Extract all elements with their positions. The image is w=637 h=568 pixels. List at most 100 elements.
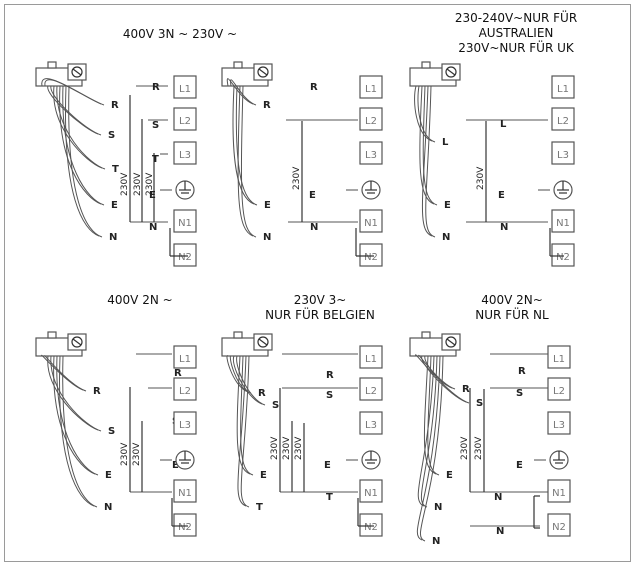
terminal-box — [173, 75, 197, 99]
terminal-side-label: N — [310, 222, 318, 233]
plug-tab — [421, 331, 431, 339]
plug-tab — [421, 61, 431, 69]
terminal-side-label: T — [152, 154, 159, 165]
terminal-box — [359, 107, 383, 131]
terminal-box — [359, 411, 383, 435]
screw-slot — [72, 338, 82, 346]
voltage-label: 230V — [120, 442, 130, 466]
wire-label: T — [112, 164, 119, 175]
terminal-box — [547, 479, 571, 503]
cable-wire — [416, 355, 441, 541]
wire-label: E — [446, 470, 453, 481]
cable-wire — [237, 85, 254, 237]
terminal-side-label: R — [326, 370, 334, 381]
terminal-label: N1 — [364, 488, 378, 499]
terminal-side-label: L — [500, 119, 507, 130]
wire-label: S — [476, 398, 483, 409]
terminal-label: L3 — [365, 420, 377, 431]
terminal-side-label: S — [326, 390, 333, 401]
terminal-label: N1 — [552, 488, 566, 499]
terminal-label: N2 — [178, 252, 192, 263]
terminal-box — [551, 209, 575, 233]
screw-icon — [71, 336, 83, 348]
terminal-side-label: N — [149, 222, 157, 233]
voltage-label: 230V — [292, 166, 302, 190]
terminal-side-label: R — [518, 366, 526, 377]
cable-wire — [417, 355, 435, 507]
terminal-box — [359, 479, 383, 503]
terminal-label: L1 — [365, 84, 377, 95]
terminal-box — [173, 209, 197, 233]
panel-title: AUSTRALIEN — [479, 26, 554, 40]
wire-label: R — [93, 386, 101, 397]
terminal-label: L1 — [179, 84, 191, 95]
cable-wire — [56, 85, 106, 170]
terminal-box — [173, 141, 197, 165]
terminal-label: L3 — [179, 150, 191, 161]
cable-wire — [421, 355, 467, 403]
voltage-label: 230V — [120, 172, 130, 196]
terminal-box — [173, 243, 197, 267]
terminal-side-label: N — [500, 222, 508, 233]
cable-wire — [427, 355, 440, 476]
terminal-label: L2 — [365, 386, 377, 397]
cable-wire — [414, 85, 433, 142]
screw-icon — [71, 66, 83, 78]
cable-wire — [50, 355, 102, 432]
terminal-label: N2 — [556, 252, 570, 263]
diagram-frame — [4, 4, 631, 562]
panel-title: NUR FÜR BELGIEN — [265, 306, 375, 322]
terminal-box — [359, 243, 383, 267]
terminal-label: N1 — [178, 488, 192, 499]
cable-wire — [236, 355, 251, 475]
terminal-label: N2 — [364, 522, 378, 533]
cable-wire — [232, 85, 255, 205]
voltage-label: 230V — [282, 436, 292, 460]
wire-label: R — [111, 100, 119, 111]
terminal-box — [173, 107, 197, 131]
terminal-label: N2 — [364, 252, 378, 263]
terminal-label: L2 — [553, 386, 565, 397]
wire-label: S — [108, 130, 115, 141]
cable-wire — [44, 79, 105, 106]
wire-label: E — [260, 470, 267, 481]
voltage-label: 230V — [133, 172, 143, 196]
cable-wire — [417, 85, 436, 143]
terminal-box — [173, 479, 197, 503]
terminal-label: L1 — [179, 354, 191, 365]
wire-label: L — [442, 137, 449, 148]
cable-wire — [424, 355, 470, 404]
terminal-label: L3 — [179, 420, 191, 431]
cable-wire — [423, 355, 437, 475]
wire-label: R — [263, 100, 271, 111]
cable-wire — [419, 85, 435, 205]
plug-tab — [233, 61, 243, 69]
wire-label: N — [432, 536, 440, 547]
terminal-label: L2 — [557, 116, 569, 127]
terminal-box — [547, 345, 571, 369]
terminal-side-label: E — [324, 460, 331, 471]
plug-tab — [47, 331, 57, 339]
screw-slot — [446, 68, 456, 76]
screw-slot — [258, 338, 268, 346]
terminal-label: L2 — [365, 116, 377, 127]
voltage-label: 230V — [132, 442, 142, 466]
wire-label: N — [442, 232, 450, 243]
panel-title: 230V~NUR FÜR UK — [458, 39, 575, 55]
terminal-label: L3 — [365, 150, 377, 161]
terminal-label: N1 — [364, 218, 378, 229]
terminal-side-label: R — [310, 82, 318, 93]
terminal-box — [551, 107, 575, 131]
cable-wire — [235, 85, 258, 206]
screw-slot — [258, 68, 268, 76]
cable-wire — [240, 85, 257, 238]
terminal-box — [359, 377, 383, 401]
cable-wire — [230, 79, 257, 106]
plug-tab — [233, 331, 243, 339]
terminal-label: N2 — [552, 522, 566, 533]
panel-title: 400V 3N ~ 230V ~ — [123, 27, 237, 41]
